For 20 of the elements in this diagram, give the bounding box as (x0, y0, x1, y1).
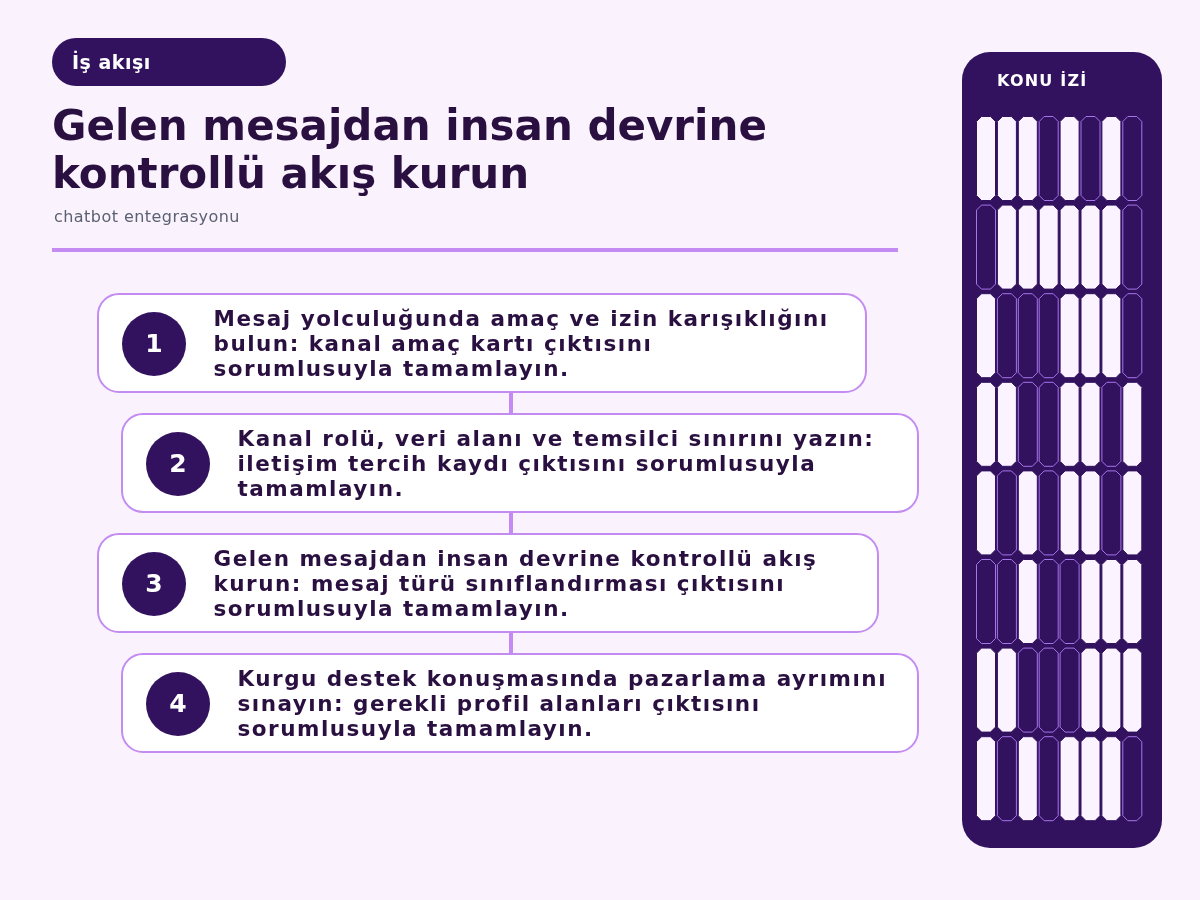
connector-line (509, 633, 513, 653)
step-number: 4 (146, 672, 210, 736)
step-card (97, 533, 879, 633)
step-card (97, 293, 867, 393)
section-tag: İş akışı (52, 38, 286, 86)
step-number: 2 (146, 432, 210, 496)
panel-heading: KONU İZİ (997, 71, 1088, 91)
title: Gelen mesajdan insan devrine kontrollü akış kurun (52, 102, 768, 198)
connector-line (509, 393, 513, 413)
step-card (121, 653, 919, 753)
side-panel (962, 52, 1162, 848)
step-text: Gelen mesajdan insan devrine kontrollü akış kurun: mesaj türü sınıflandırması çıktısını sorumlusuyla tamamlayın. (213, 545, 818, 621)
step-text: Kanal rolü, veri alanı ve temsilci sınırını yazın: iletişim tercih kaydı çıktısını sorumlusuyla tamamlayın. (237, 425, 875, 501)
connector-line (509, 513, 513, 533)
subtitle: chatbot entegrasyonu (54, 207, 240, 227)
step-number: 3 (122, 552, 186, 616)
step-number: 1 (122, 312, 186, 376)
step-card (121, 413, 919, 513)
step-text: Mesaj yolculuğunda amaç ve izin karışıklığını bulun: kanal amaç kartı çıktısını sorumlusuyla tamamlayın. (213, 305, 829, 381)
step-text: Kurgu destek konuşmasında pazarlama ayrımını sınayın: gerekli profil alanları çıktısını sorumlusuyla tamamlayın. (237, 665, 888, 741)
